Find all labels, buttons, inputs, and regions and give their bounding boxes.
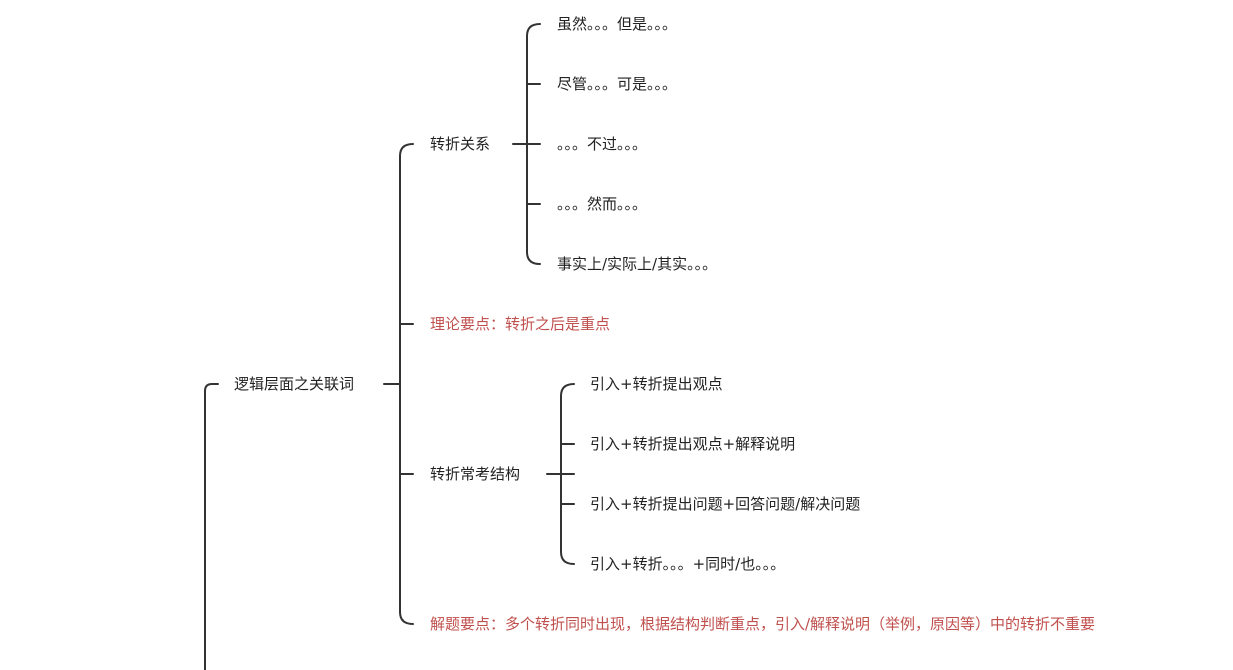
leaf-structure-2[interactable]: 引入+转折提出观点+解释说明 <box>590 435 796 453</box>
leaf-transition-4[interactable]: 。。。然而。。。 <box>557 195 648 213</box>
leaf-structure-3[interactable]: 引入+转折提出问题+回答问题/解决问题 <box>590 495 861 513</box>
leaf-structure-4[interactable]: 引入+转折。。。+同时/也。。。 <box>590 555 786 573</box>
solving-note-node[interactable]: 解题要点：多个转折同时出现，根据结构判断重点，引入/解释说明（举例，原因等）中的… <box>430 615 1096 633</box>
theory-note-node[interactable]: 理论要点：转折之后是重点 <box>430 315 611 333</box>
branch1-bracket <box>526 23 541 265</box>
level1-bracket <box>399 143 414 625</box>
branch-node-transition[interactable]: 转折关系 <box>430 135 491 153</box>
root-node[interactable]: 逻辑层面之关联词 <box>234 375 355 393</box>
leaf-transition-3[interactable]: 。。。不过。。。 <box>557 135 648 153</box>
root-trunk-line <box>204 383 219 670</box>
leaf-transition-1[interactable]: 虽然。。。但是。。。 <box>557 15 678 33</box>
leaf-structure-1[interactable]: 引入+转折提出观点 <box>590 375 723 393</box>
branch-node-structures[interactable]: 转折常考结构 <box>430 465 521 483</box>
leaf-transition-5[interactable]: 事实上/实际上/其实。。。 <box>557 255 718 273</box>
leaf-transition-2[interactable]: 尽管。。。可是。。。 <box>557 75 678 93</box>
branch2-bracket <box>560 383 575 565</box>
